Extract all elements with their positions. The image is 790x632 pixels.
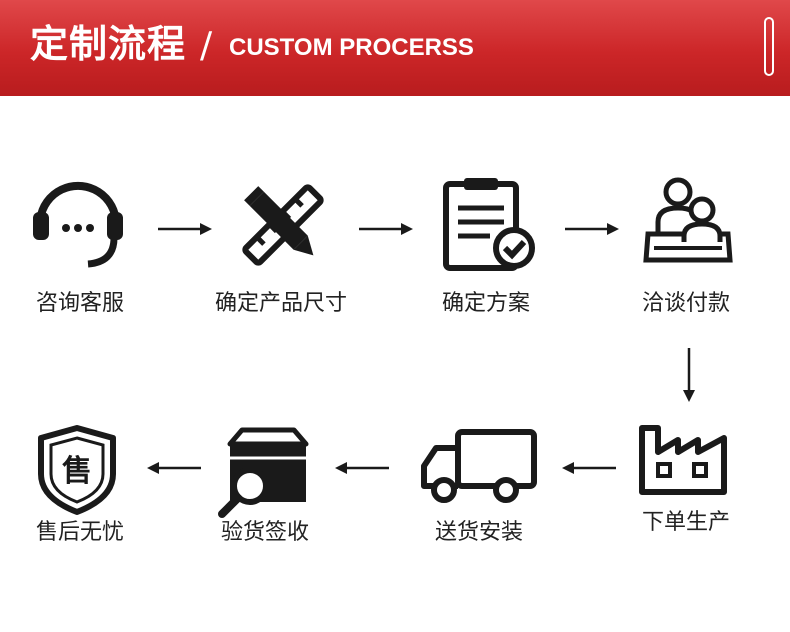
arrow-down <box>683 348 695 402</box>
step-label-6: 送货安装 <box>434 520 523 545</box>
step-label-2: 确定产品尺寸 <box>214 291 347 316</box>
scroll-indicator <box>764 17 774 76</box>
shield-text: 售 <box>62 454 92 489</box>
step-label-4: 洽谈付款 <box>641 291 730 316</box>
meeting-people-icon <box>643 177 733 263</box>
step-label-3: 确定方案 <box>441 291 530 316</box>
step-label-7: 验货签收 <box>220 520 309 545</box>
step-label-8: 售后无忧 <box>35 520 124 545</box>
box-inspect-icon <box>218 427 309 518</box>
arrow-left-1 <box>562 462 616 474</box>
headset-icon <box>33 181 123 268</box>
step-label-1: 咨询客服 <box>35 291 124 316</box>
arrow-right-3 <box>565 223 619 235</box>
title-separator: / <box>200 25 213 66</box>
factory-icon <box>639 425 727 495</box>
page-title: 定制流程 <box>30 22 187 66</box>
delivery-truck-icon <box>421 429 537 503</box>
step-label-5: 下单生产 <box>641 510 730 535</box>
shield-icon: 售 <box>38 425 116 515</box>
header-banner: 定制流程 / CUSTOM PROCERSS <box>0 0 790 96</box>
page-subtitle: CUSTOM PROCERSS <box>229 34 474 61</box>
arrow-right-2 <box>359 223 413 235</box>
ruler-pencil-icon <box>242 184 324 266</box>
clipboard-check-icon <box>443 178 535 271</box>
arrow-right-1 <box>158 223 212 235</box>
arrow-left-2 <box>335 462 389 474</box>
arrow-left-3 <box>147 462 201 474</box>
